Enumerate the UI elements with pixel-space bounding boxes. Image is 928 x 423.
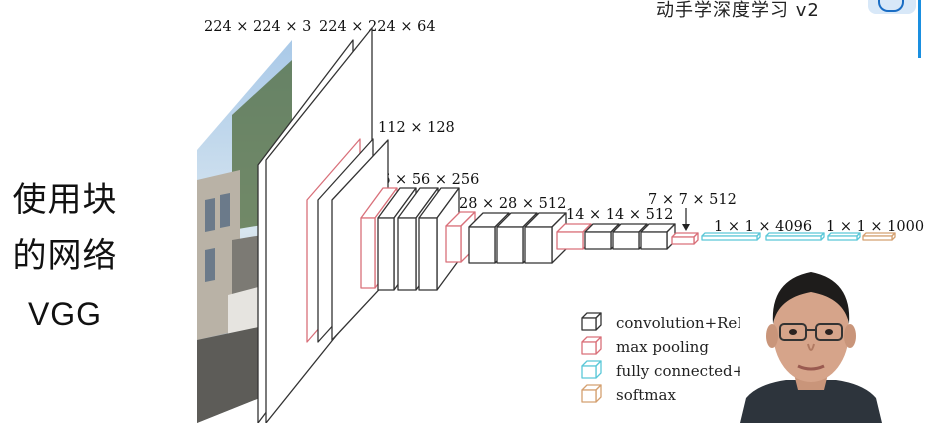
legend-item: convolution+ReLU — [581, 312, 759, 332]
course-logo-icon — [868, 0, 916, 14]
side-title-line2: 的网络 — [12, 236, 118, 276]
layer-blocks — [257, 27, 896, 423]
pool5-layer — [671, 232, 699, 245]
dim-label-fc1: 1 × 1 × 4096 — [714, 219, 812, 235]
dim-label-pool5: 7 × 7 × 512 — [648, 192, 737, 208]
conv3-layer-3 — [418, 187, 460, 291]
dim-label-input: 224 × 224 × 3 — [204, 19, 311, 35]
softmax-layer — [862, 232, 896, 241]
legend-label: max pooling — [616, 338, 709, 356]
legend-swatch — [581, 360, 602, 379]
dim-label-conv4: 28 × 28 × 512 — [459, 196, 566, 212]
legend-item: softmax — [581, 384, 676, 404]
side-title-line1: 使用块 — [12, 180, 118, 220]
side-title-line3: VGG — [27, 296, 103, 332]
presenter-video — [740, 262, 882, 423]
fc1-layer — [701, 232, 761, 241]
course-title: 动手学深度学习 v2 — [656, 0, 820, 21]
legend-label: convolution+ReLU — [616, 314, 759, 332]
legend-swatch — [581, 312, 602, 331]
legend-swatch — [581, 336, 602, 355]
legend-label: softmax — [616, 386, 676, 404]
dim-label-conv3: 56 × 56 × 256 — [372, 172, 479, 188]
dim-label-fc3: 1 × 1 × 1000 — [826, 219, 924, 235]
dim-label-conv1: 224 × 224 × 64 — [319, 19, 436, 35]
pool3-layer — [445, 211, 476, 263]
legend-item: max pooling — [581, 336, 709, 356]
fc2-layer — [765, 232, 825, 241]
legend-swatch — [581, 384, 602, 403]
conv5-layer-3 — [640, 223, 676, 250]
pool5-pointer-arrow — [682, 208, 690, 231]
dim-label-conv5: 14 × 14 × 512 — [566, 207, 673, 223]
fc3-layer — [827, 232, 861, 241]
progress-accent-bar — [918, 0, 921, 58]
